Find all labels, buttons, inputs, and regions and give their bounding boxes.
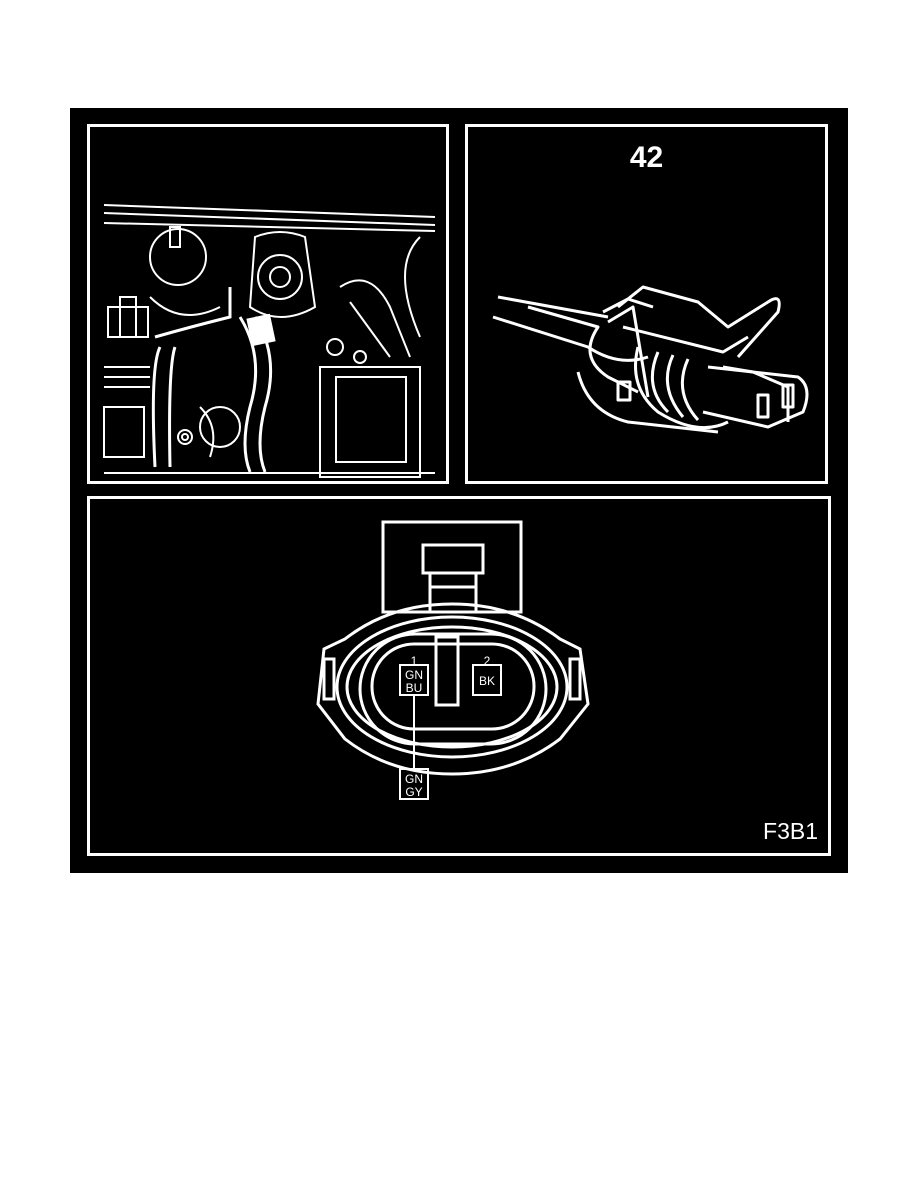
- harness-wire-box: [399, 768, 429, 800]
- diagram-frame: 42: [70, 108, 848, 873]
- center-key: [434, 635, 460, 707]
- pinout-view-panel: 1 GN BU 2 BK GN GY F3B1: [87, 496, 831, 856]
- pin-2-number: 2: [484, 654, 491, 668]
- pin-labels: 1 GN BU 2 BK GN GY: [405, 654, 495, 799]
- pin-1-color-bottom: BU: [406, 681, 423, 695]
- harness-color-top: GN: [405, 772, 423, 786]
- connector-location-highlight: [246, 313, 276, 347]
- pin-2-color: BK: [479, 674, 495, 688]
- pin-2-box: [472, 664, 502, 696]
- connector-face-drawing: [316, 520, 590, 800]
- harness-color-bottom: GY: [405, 785, 422, 799]
- figure-code: F3B1: [763, 818, 818, 844]
- connector-view-panel: 42: [465, 124, 828, 484]
- pin-1-number: 1: [411, 654, 418, 668]
- connector-number: 42: [629, 141, 664, 174]
- location-view-panel: [87, 124, 449, 484]
- pin-1-color-top: GN: [405, 668, 423, 682]
- connector-perspective-drawing: [492, 285, 809, 434]
- engine-compartment-drawing: [103, 204, 436, 478]
